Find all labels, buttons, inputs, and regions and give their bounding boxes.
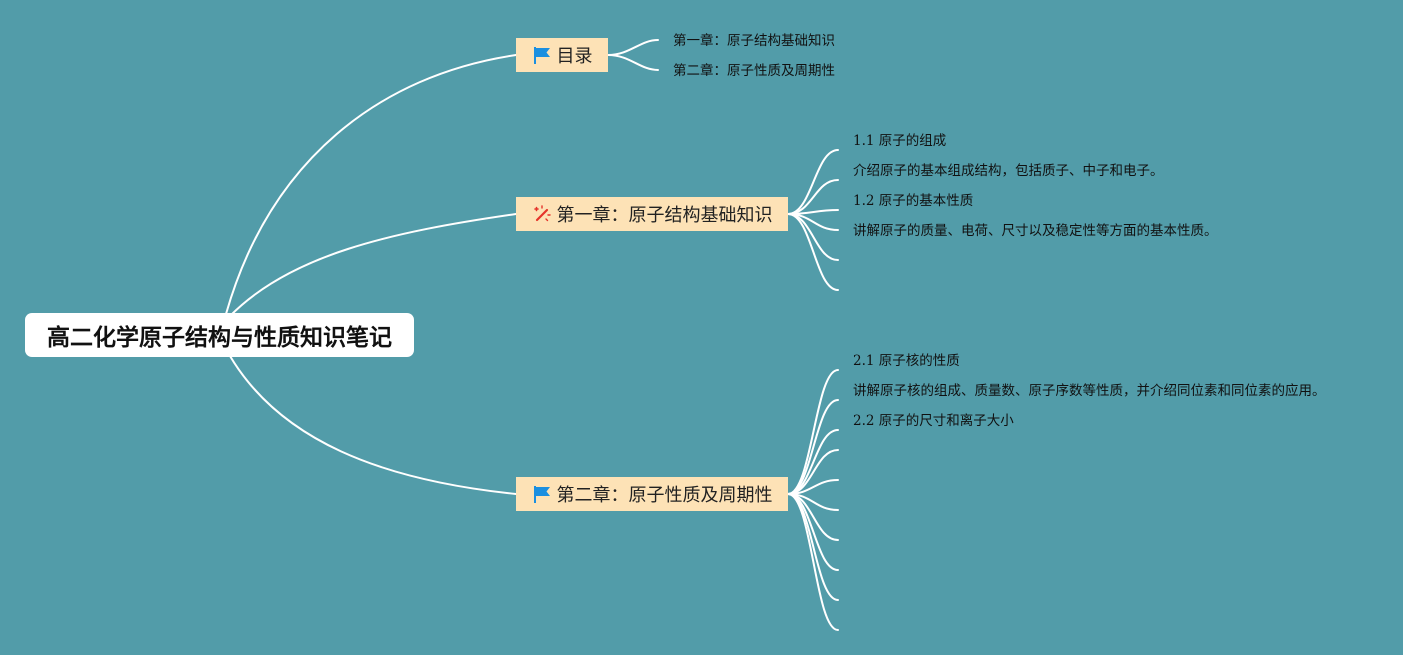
leaf-toc-chapter-1[interactable]: 第一章：原子结构基础知识 bbox=[673, 33, 835, 49]
connector-ch1-leaf-6 bbox=[787, 213, 839, 291]
leaf-ch1-section-1-2[interactable]: 1.2 原子的基本性质 bbox=[853, 193, 974, 209]
connector-toc-leaf-1 bbox=[607, 39, 659, 56]
connector-toc-leaf-2 bbox=[607, 54, 659, 71]
leaf-ch2-section-2-1-desc[interactable]: 讲解原子核的组成、质量数、原子序数等性质，并介绍同位素和同位素的应用。 bbox=[853, 383, 1326, 399]
blue-flag-icon bbox=[533, 486, 550, 503]
branch-chapter-2-label: 第二章：原子性质及周期性 bbox=[556, 485, 773, 506]
root-topic[interactable]: 高二化学原子结构与性质知识笔记 bbox=[25, 313, 414, 357]
connector-ch2-leaf-1 bbox=[787, 369, 839, 495]
connector-root-ch2 bbox=[229, 355, 517, 495]
leaf-ch1-section-1-1-desc[interactable]: 介绍原子的基本组成结构，包括质子、中子和电子。 bbox=[853, 163, 1164, 179]
connector-root-toc bbox=[225, 54, 517, 315]
connector-ch2-leaf-3 bbox=[787, 429, 839, 495]
branch-chapter-1-label: 第一章：原子结构基础知识 bbox=[556, 205, 773, 226]
root-topic-label: 高二化学原子结构与性质知识笔记 bbox=[47, 325, 392, 351]
leaf-toc-chapter-2[interactable]: 第二章：原子性质及周期性 bbox=[673, 63, 835, 79]
leaf-ch1-section-1-2-desc[interactable]: 讲解原子的质量、电荷、尺寸以及稳定性等方面的基本性质。 bbox=[853, 223, 1218, 239]
connector-ch1-leaf-1 bbox=[787, 149, 839, 215]
connector-ch2-leaf-2 bbox=[787, 399, 839, 495]
branch-toc[interactable]: 目录 bbox=[516, 38, 608, 72]
red-wand-icon bbox=[533, 205, 551, 222]
blue-flag-icon bbox=[533, 47, 550, 64]
leaf-ch2-section-2-2[interactable]: 2.2 原子的尺寸和离子大小 bbox=[853, 413, 1014, 429]
leaf-ch1-section-1-1[interactable]: 1.1 原子的组成 bbox=[853, 133, 947, 149]
connector-root-ch1 bbox=[229, 213, 517, 317]
connector-ch2-leaf-10 bbox=[787, 493, 839, 631]
branch-chapter-1[interactable]: 第一章：原子结构基础知识 bbox=[516, 197, 788, 231]
branch-toc-label: 目录 bbox=[556, 46, 593, 67]
leaf-ch2-section-2-1[interactable]: 2.1 原子核的性质 bbox=[853, 353, 960, 369]
branch-chapter-2[interactable]: 第二章：原子性质及周期性 bbox=[516, 477, 788, 511]
